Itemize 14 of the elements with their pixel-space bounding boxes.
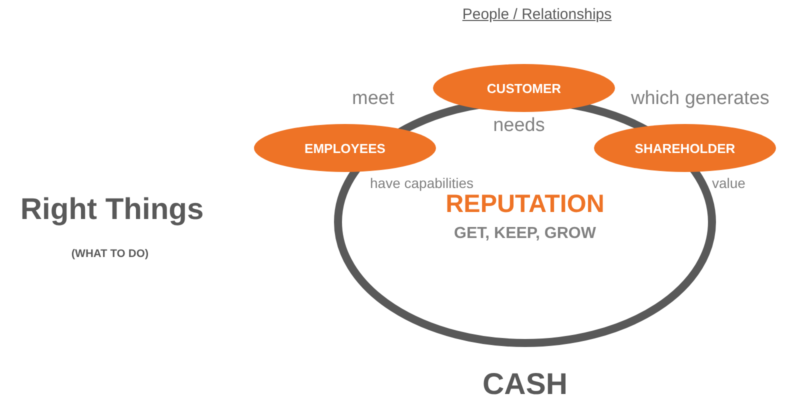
text-label: CASH xyxy=(482,368,568,402)
node-subtitle: GET, KEEP, GROW xyxy=(454,224,596,242)
text-label: (WHAT TO DO) xyxy=(71,248,149,260)
node-title: SHAREHOLDER xyxy=(634,140,736,156)
text-label: value xyxy=(712,175,746,191)
text-label: which generates xyxy=(631,88,770,110)
text-label: Right Things xyxy=(20,193,204,227)
node-title: REPUTATION xyxy=(446,190,604,218)
text-label: needs xyxy=(493,115,545,137)
node-title: CUSTOMER xyxy=(486,80,562,96)
text-label: meet xyxy=(352,88,394,110)
text-label: have capabilities xyxy=(370,175,474,191)
heading: People / Relationships xyxy=(461,6,613,23)
node-title: EMPLOYEES xyxy=(304,140,386,156)
